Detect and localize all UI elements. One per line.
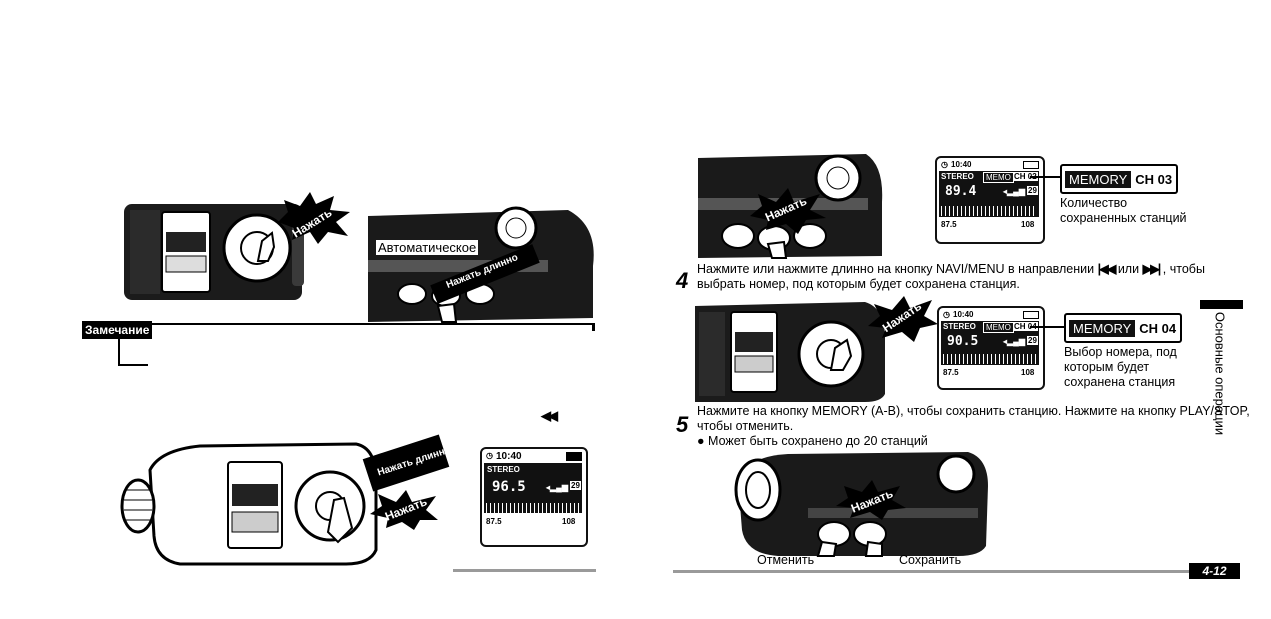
- side-tab-bar: [1200, 300, 1243, 309]
- note-left-rule: [118, 337, 120, 365]
- lcd-battery-icon: [566, 452, 582, 461]
- lcd-channel: 29: [1027, 336, 1038, 345]
- callout-line-1: [1030, 176, 1060, 178]
- left-footer-rule: [453, 569, 596, 572]
- lcd-frequency: 89.4: [945, 184, 977, 199]
- lcd-scale: [486, 503, 580, 513]
- callout-line-2: [1030, 326, 1064, 328]
- caption-station-count-1: Количество: [1060, 196, 1128, 210]
- caption-select-number-1: Выбор номера, под: [1064, 345, 1177, 359]
- caption-station-count-2: сохраненных станций: [1060, 211, 1187, 225]
- prev-track-icon: |◀◀: [1097, 262, 1117, 276]
- note-title: Замечание: [82, 321, 153, 339]
- page-number: 4-12: [1189, 563, 1240, 579]
- right-top-lcd-screen: ◷ 10:40 STEREO MEMO CH 02 89.4 ◂▂▄▆ 29 8…: [935, 156, 1045, 244]
- lcd-clock-icon: ◷: [941, 160, 948, 169]
- press-burst-2: [370, 490, 438, 530]
- press-burst-1: [278, 192, 352, 244]
- lcd-clock-icon: ◷: [486, 451, 493, 460]
- lcd-clock-icon: ◷: [943, 310, 950, 319]
- lcd-time: 10:40: [953, 310, 974, 319]
- left-lcd-screen: ◷ 10:40 STEREO 96.5 ◂▂▄▆ 29 87.5 108: [480, 447, 588, 547]
- memory-tag-channel: CH 04: [1139, 320, 1177, 336]
- press-burst-4: [868, 296, 938, 342]
- note-right-corner: [592, 323, 595, 331]
- note-top-rule: [146, 323, 593, 325]
- lcd-battery-icon: [1023, 311, 1039, 319]
- lcd-channel: 29: [1027, 186, 1038, 195]
- step-4-text-b: , чтобы: [1162, 262, 1205, 276]
- lcd-ch: CH 02: [1013, 172, 1038, 181]
- figure-device-front-2: [695, 298, 887, 402]
- step-5-bullet: ● Может быть сохранено до 20 станций: [697, 434, 928, 448]
- memory-tag-ch04: MEMORY CH 04: [1064, 313, 1183, 343]
- step-5-number: 5: [676, 412, 689, 437]
- note-box: Замечание: [82, 321, 597, 367]
- lcd-battery-icon: [1023, 161, 1039, 169]
- cancel-label: Отменить: [757, 553, 815, 567]
- lcd-mode: STEREO: [487, 465, 520, 474]
- step-4-line-2: выбрать номер, под которым будет сохране…: [697, 277, 1020, 291]
- press-burst-3: [750, 188, 826, 234]
- memory-tag-label: MEMORY: [1064, 169, 1133, 189]
- lcd-frequency: 90.5: [947, 334, 979, 349]
- lcd-frequency: 96.5: [492, 479, 526, 495]
- next-track-icon: ▶▶|: [1142, 262, 1162, 276]
- lcd-memo: MEMO: [983, 322, 1014, 333]
- rewind-icon: ◀◀: [541, 408, 558, 423]
- lcd-ch: CH 04: [1013, 322, 1038, 331]
- lcd-range-min: 87.5: [941, 220, 957, 229]
- lcd-range-min: 87.5: [486, 517, 502, 526]
- press-burst-5: [836, 480, 906, 520]
- lcd-scale: [943, 354, 1037, 364]
- lcd-range-max: 108: [562, 517, 576, 526]
- save-label: Сохранить: [899, 553, 962, 567]
- memory-tag-channel: CH 03: [1135, 171, 1173, 187]
- step-5-line-2: чтобы отменить.: [697, 419, 794, 433]
- side-tab-label: Основные операции: [1212, 311, 1228, 436]
- right-footer-rule: [673, 570, 1189, 573]
- lcd-mode: STEREO: [943, 322, 976, 331]
- figure-device-angled-1: [120, 440, 380, 566]
- step-4-or: или: [1117, 262, 1140, 276]
- right-middle-lcd-screen: ◷ 10:40 STEREO MEMO CH 04 90.5 ◂▂▄▆ 29 8…: [937, 306, 1045, 390]
- lcd-range-max: 108: [1021, 220, 1035, 229]
- lcd-time: 10:40: [951, 160, 972, 169]
- step-4-number: 4: [676, 268, 689, 293]
- figure-device-front-1: [122, 186, 347, 301]
- lcd-signal-icon: ◂▂▄▆: [546, 483, 568, 492]
- step-4-text-a: Нажмите или нажмите длинно на кнопку NAV…: [697, 262, 1095, 276]
- lcd-channel: 29: [570, 481, 581, 490]
- step-4-line-1: Нажмите или нажмите длинно на кнопку NAV…: [697, 262, 1205, 277]
- lcd-mode: STEREO: [941, 172, 974, 181]
- lcd-memo: MEMO: [983, 172, 1014, 183]
- note-bottom-rule: [118, 364, 148, 366]
- lcd-range-max: 108: [1021, 368, 1035, 377]
- lcd-signal-icon: ◂▂▄▆: [1003, 187, 1025, 196]
- lcd-range-min: 87.5: [943, 368, 959, 377]
- lcd-scale: [941, 206, 1037, 216]
- memory-tag-ch03: MEMORY CH 03: [1060, 164, 1179, 194]
- memory-tag-label: MEMORY: [1068, 318, 1137, 338]
- lcd-time: 10:40: [496, 451, 522, 462]
- caption-select-number-2: которым будет: [1064, 360, 1150, 374]
- caption-select-number-3: сохранена станция: [1064, 375, 1176, 389]
- step-5-line-1: Нажмите на кнопку MEMORY (A-B), чтобы со…: [697, 404, 1250, 418]
- auto-label: Автоматическое: [376, 240, 479, 255]
- lcd-signal-icon: ◂▂▄▆: [1003, 337, 1025, 346]
